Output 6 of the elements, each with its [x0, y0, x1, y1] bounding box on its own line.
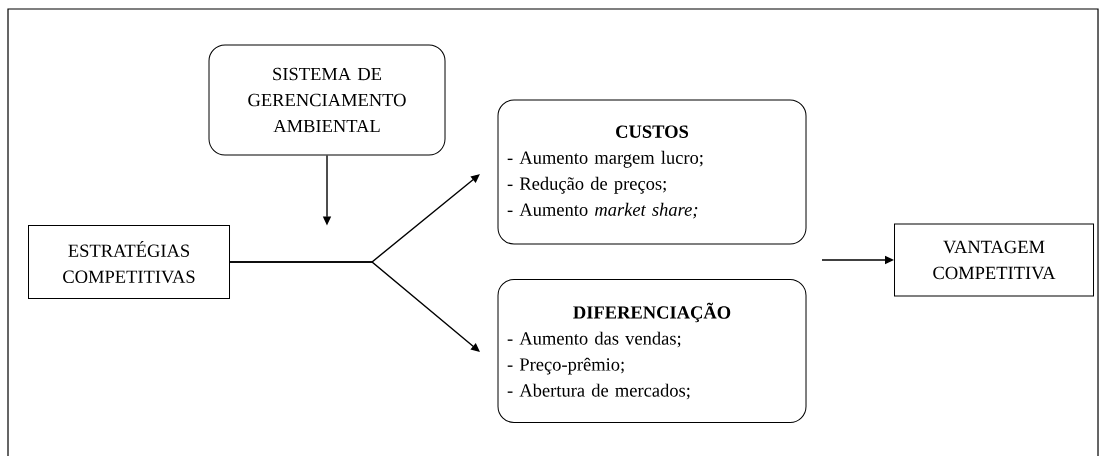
process-box: ESTRATÉGIAS COMPETITIVAS: [28, 225, 230, 299]
rounded-box: CUSTOS - Aumento margem lucro; - Redução de preços; - Aumento market share;: [497, 99, 807, 245]
process-box: VANTAGEM COMPETITIVA: [894, 223, 1094, 297]
process-box: SISTEMA DE GERENCIAMENTO AMBIENTAL: [208, 44, 446, 156]
rounded-box: DIFERENCIAÇÃO - Aumento das vendas; - Preço-prêmio; - Abertura de mercados;: [497, 279, 807, 423]
arrow: [229, 261, 480, 352]
